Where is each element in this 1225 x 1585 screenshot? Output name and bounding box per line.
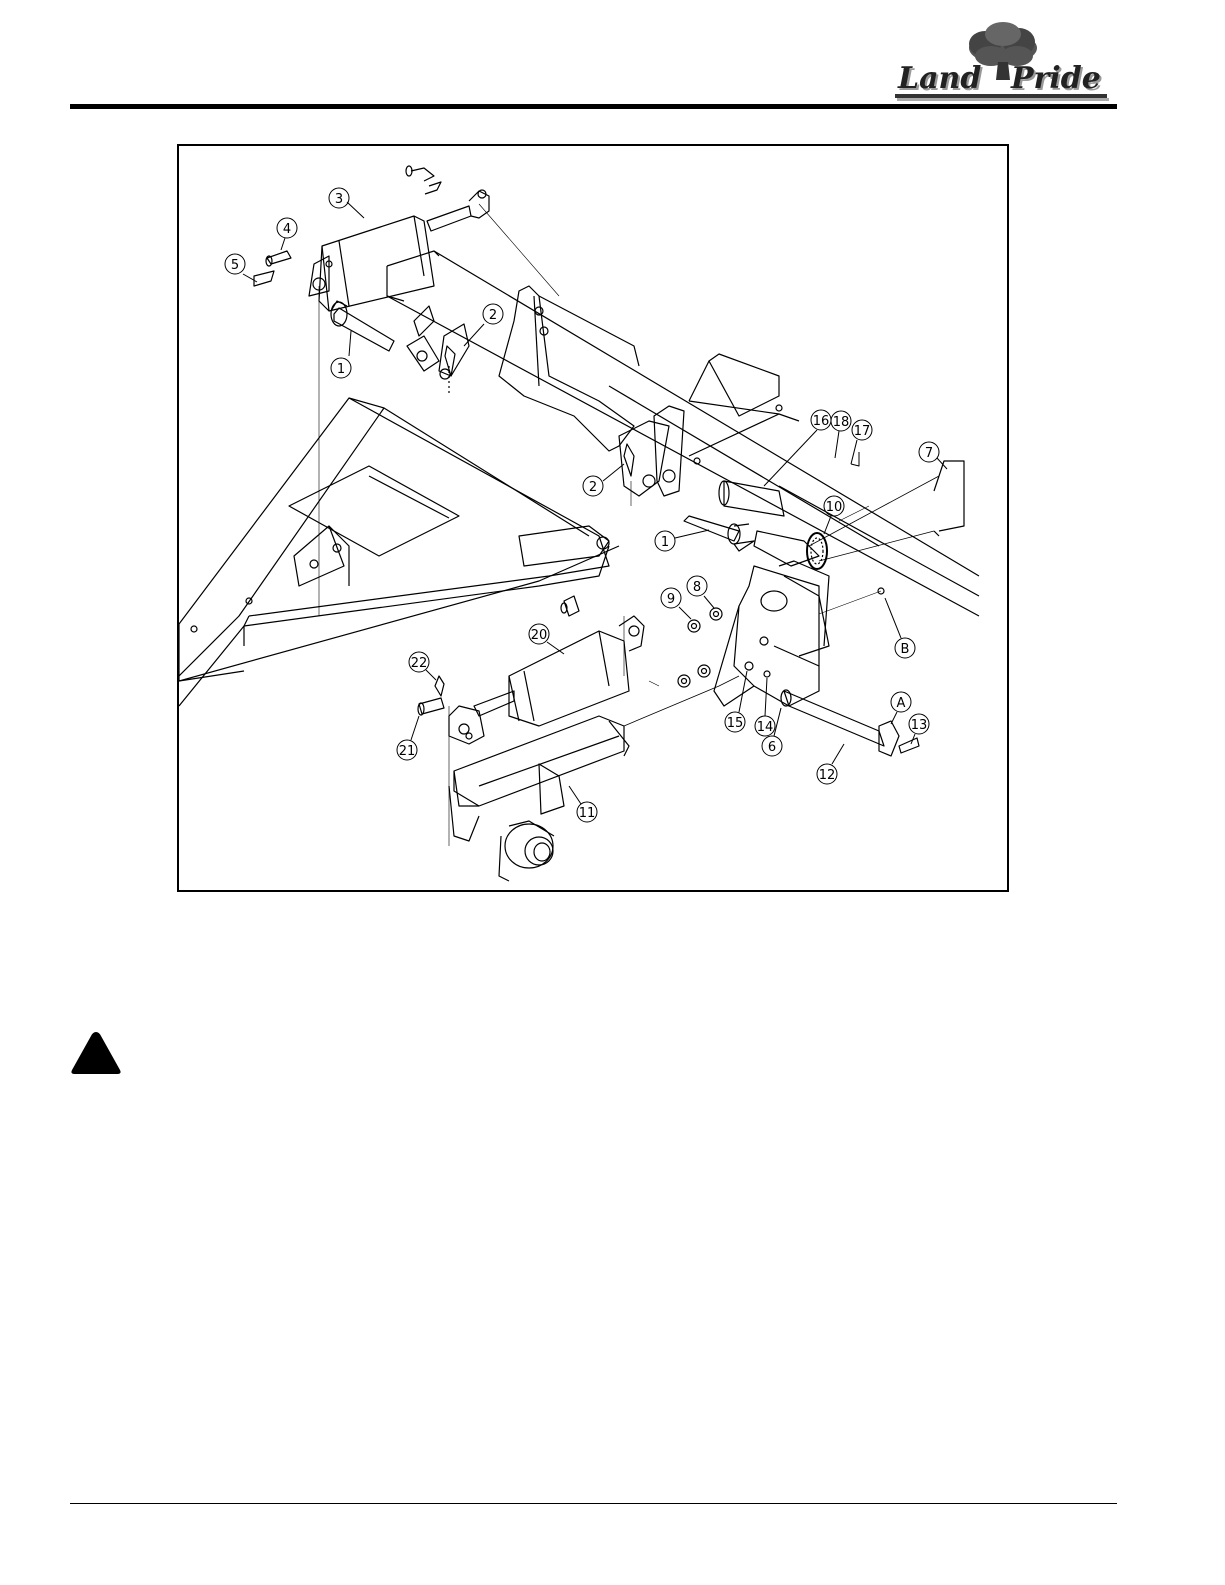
svg-text:16: 16 bbox=[813, 414, 830, 429]
svg-text:B: B bbox=[901, 642, 910, 657]
svg-text:22: 22 bbox=[411, 656, 428, 671]
tongue-frame bbox=[179, 398, 619, 706]
svg-text:1: 1 bbox=[661, 535, 669, 550]
svg-text:20: 20 bbox=[531, 628, 548, 643]
svg-text:10: 10 bbox=[826, 500, 843, 515]
svg-text:6: 6 bbox=[768, 740, 776, 755]
svg-text:12: 12 bbox=[819, 768, 836, 783]
svg-text:A: A bbox=[897, 696, 906, 711]
svg-text:2: 2 bbox=[489, 308, 497, 323]
header-rule bbox=[70, 104, 1117, 109]
exploded-parts-diagram: 1 2 3 4 5 2 1 bbox=[179, 146, 1007, 890]
land-pride-logo: Land Land Pride Pride bbox=[895, 18, 1117, 104]
svg-text:7: 7 bbox=[925, 446, 933, 461]
svg-text:15: 15 bbox=[727, 716, 744, 731]
svg-text:14: 14 bbox=[757, 720, 774, 735]
warning-triangle-icon bbox=[70, 1030, 122, 1076]
svg-text:2: 2 bbox=[589, 480, 597, 495]
hair-pin-clip-2 bbox=[445, 346, 634, 476]
svg-text:4: 4 bbox=[283, 222, 291, 237]
svg-text:13: 13 bbox=[911, 718, 928, 733]
svg-text:1: 1 bbox=[337, 362, 345, 377]
svg-text:9: 9 bbox=[667, 592, 675, 607]
svg-text:8: 8 bbox=[693, 580, 701, 595]
pin-4 bbox=[266, 251, 291, 266]
svg-text:17: 17 bbox=[854, 424, 871, 439]
svg-text:18: 18 bbox=[833, 415, 850, 430]
svg-text:Land: Land bbox=[897, 61, 981, 96]
footer-rule bbox=[70, 1503, 1117, 1504]
pin-21 bbox=[418, 698, 444, 715]
shield-plate bbox=[689, 354, 799, 464]
crank-handle-10 bbox=[807, 533, 827, 569]
mast-bracket bbox=[407, 286, 639, 451]
hitch-body bbox=[714, 561, 829, 706]
svg-text:3: 3 bbox=[335, 192, 343, 207]
nuts-and-washers bbox=[678, 588, 884, 687]
clip-22 bbox=[435, 676, 444, 696]
clip-5 bbox=[254, 271, 274, 286]
svg-text:21: 21 bbox=[399, 744, 416, 759]
hydraulic-cylinder-3 bbox=[309, 166, 489, 311]
svg-text:11: 11 bbox=[579, 806, 596, 821]
parts-diagram-frame: 1 2 3 4 5 2 1 bbox=[177, 144, 1009, 892]
svg-text:Pride: Pride bbox=[1010, 61, 1101, 96]
wheel-hub bbox=[499, 821, 554, 881]
svg-text:5: 5 bbox=[231, 258, 239, 273]
